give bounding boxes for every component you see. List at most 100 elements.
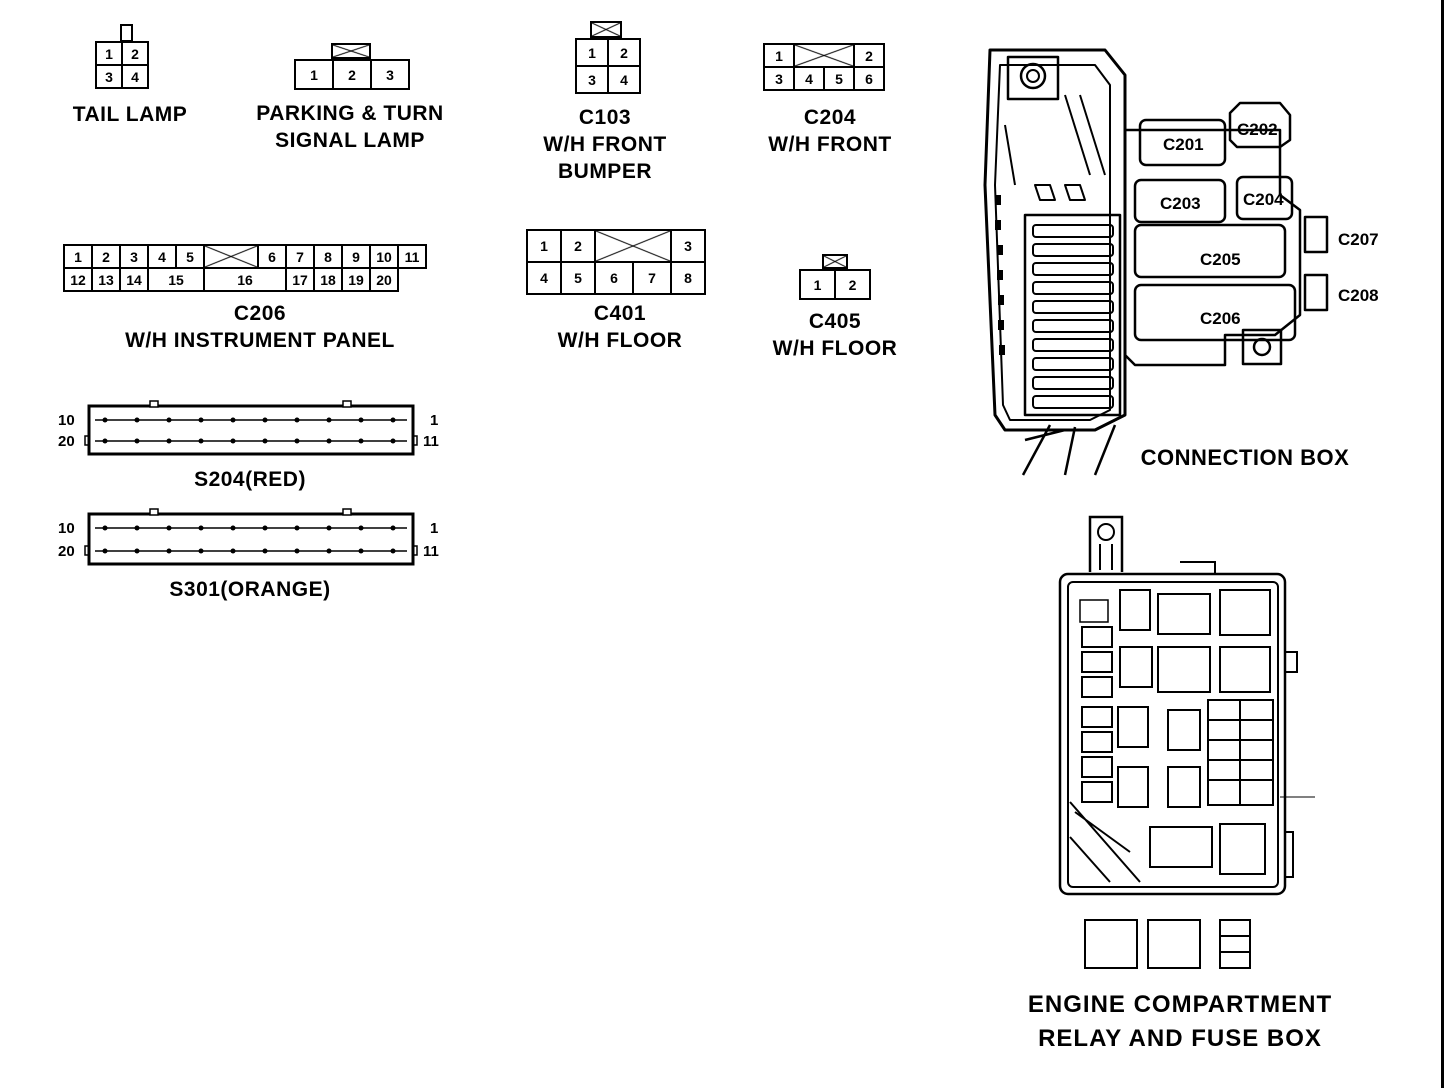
pin-dot (262, 548, 268, 554)
connector-label: C201 (1163, 135, 1204, 154)
pin-dot (134, 525, 140, 531)
pin: 1 (799, 269, 836, 300)
pin-dot (166, 438, 172, 444)
pin: 3 (95, 64, 123, 89)
pin-number: 1 (430, 520, 438, 537)
pin: 19 (341, 267, 371, 292)
pin: 2 (560, 229, 596, 263)
pin: 13 (91, 267, 121, 292)
pin-dot (326, 417, 332, 423)
engine-fuse-box-diagram (1058, 515, 1315, 969)
pin: 1 (294, 59, 334, 90)
pin: 20 (369, 267, 399, 292)
pin-dot (230, 548, 236, 554)
pin-dot (198, 417, 204, 423)
pin: 17 (285, 267, 315, 292)
pin-dot (358, 438, 364, 444)
c405-label: C405 W/H FLOOR (745, 308, 925, 362)
connection-box-diagram: C201 C202 C203 C204 C205 C206 C207 C208 (983, 48, 1379, 476)
connection-box-label: CONNECTION BOX (1140, 445, 1350, 470)
pin-dot (358, 525, 364, 531)
label-line: C405 (808, 310, 862, 333)
c103-key (590, 21, 622, 38)
pin: 2 (853, 43, 885, 68)
pin: 15 (147, 267, 205, 292)
pin: 5 (823, 66, 855, 91)
c206-connector: 1 2 3 4 5 6 7 8 9 10 11 12 13 14 15 16 1… (63, 244, 427, 292)
pin-dot (390, 417, 396, 423)
s301-connector: 10 20 1 11 (58, 508, 439, 566)
pin-dot (358, 548, 364, 554)
label-line: C401 (593, 302, 647, 325)
pin: 3 (370, 59, 410, 90)
label-line: ENGINE COMPARTMENT (1027, 991, 1333, 1018)
pin: 8 (670, 261, 706, 295)
pin-dot (294, 417, 300, 423)
parking-turn-label: PARKING & TURN SIGNAL LAMP (220, 100, 480, 154)
connector-label: C202 (1237, 120, 1278, 139)
connector-label: C205 (1200, 250, 1241, 269)
fuse-slot (1032, 281, 1114, 295)
pin-dot (166, 525, 172, 531)
pin: 3 (575, 65, 609, 94)
connector-label: C207 (1338, 230, 1379, 249)
label-line: PARKING & TURN (256, 102, 444, 125)
pin-number: 1 (430, 412, 438, 429)
pin: 12 (63, 267, 93, 292)
blank-cell (594, 229, 672, 263)
pin: 6 (257, 244, 287, 269)
fuse-slot (1032, 376, 1114, 390)
pin-number: 20 (58, 433, 75, 450)
pin-dot (326, 438, 332, 444)
fuse-slot (1032, 243, 1114, 257)
label-line: W/H FRONT (768, 133, 892, 156)
c405-key (822, 254, 848, 269)
connector-label: C206 (1200, 309, 1241, 328)
pin: 3 (763, 66, 795, 91)
pin-dot (326, 548, 332, 554)
pin-dot (134, 548, 140, 554)
pin: 1 (526, 229, 562, 263)
pin: 1 (63, 244, 93, 269)
pin: 2 (121, 41, 149, 66)
fuse-slot (1032, 300, 1114, 314)
pin: 6 (853, 66, 885, 91)
pin-dot (390, 438, 396, 444)
label-line: SIGNAL LAMP (275, 129, 425, 152)
pin-dot (230, 417, 236, 423)
pin: 10 (369, 244, 399, 269)
pin-dot (262, 438, 268, 444)
label-line: C103 (578, 106, 632, 129)
s204-label: S204(RED) (194, 468, 306, 491)
connector-label: C204 (1243, 190, 1284, 209)
pin-dot (198, 525, 204, 531)
pin-dot (102, 417, 108, 423)
label-line: W/H INSTRUMENT PANEL (125, 329, 395, 352)
pin-dot (294, 438, 300, 444)
pin: 11 (397, 244, 427, 269)
pin-dot (390, 525, 396, 531)
fuse-slot (1032, 262, 1114, 276)
pin-number: 10 (58, 412, 75, 429)
pin: 14 (119, 267, 149, 292)
pin: 1 (575, 38, 609, 67)
pin: 8 (313, 244, 343, 269)
pin: 5 (175, 244, 205, 269)
pin-dot (326, 525, 332, 531)
pin: 1 (763, 43, 795, 68)
c401-label: C401 W/H FLOOR (530, 300, 710, 354)
fuse-slot (1032, 395, 1114, 409)
fuse-slot (1032, 224, 1114, 238)
pin-dot (134, 438, 140, 444)
label-line: C204 (803, 106, 857, 129)
pin-number: 20 (58, 543, 75, 560)
pin-dot (230, 525, 236, 531)
pin-number: 11 (423, 543, 439, 560)
s301-label: S301(ORANGE) (169, 578, 331, 601)
pin: 4 (147, 244, 177, 269)
pin: 16 (203, 267, 287, 292)
pin: 1 (95, 41, 123, 66)
